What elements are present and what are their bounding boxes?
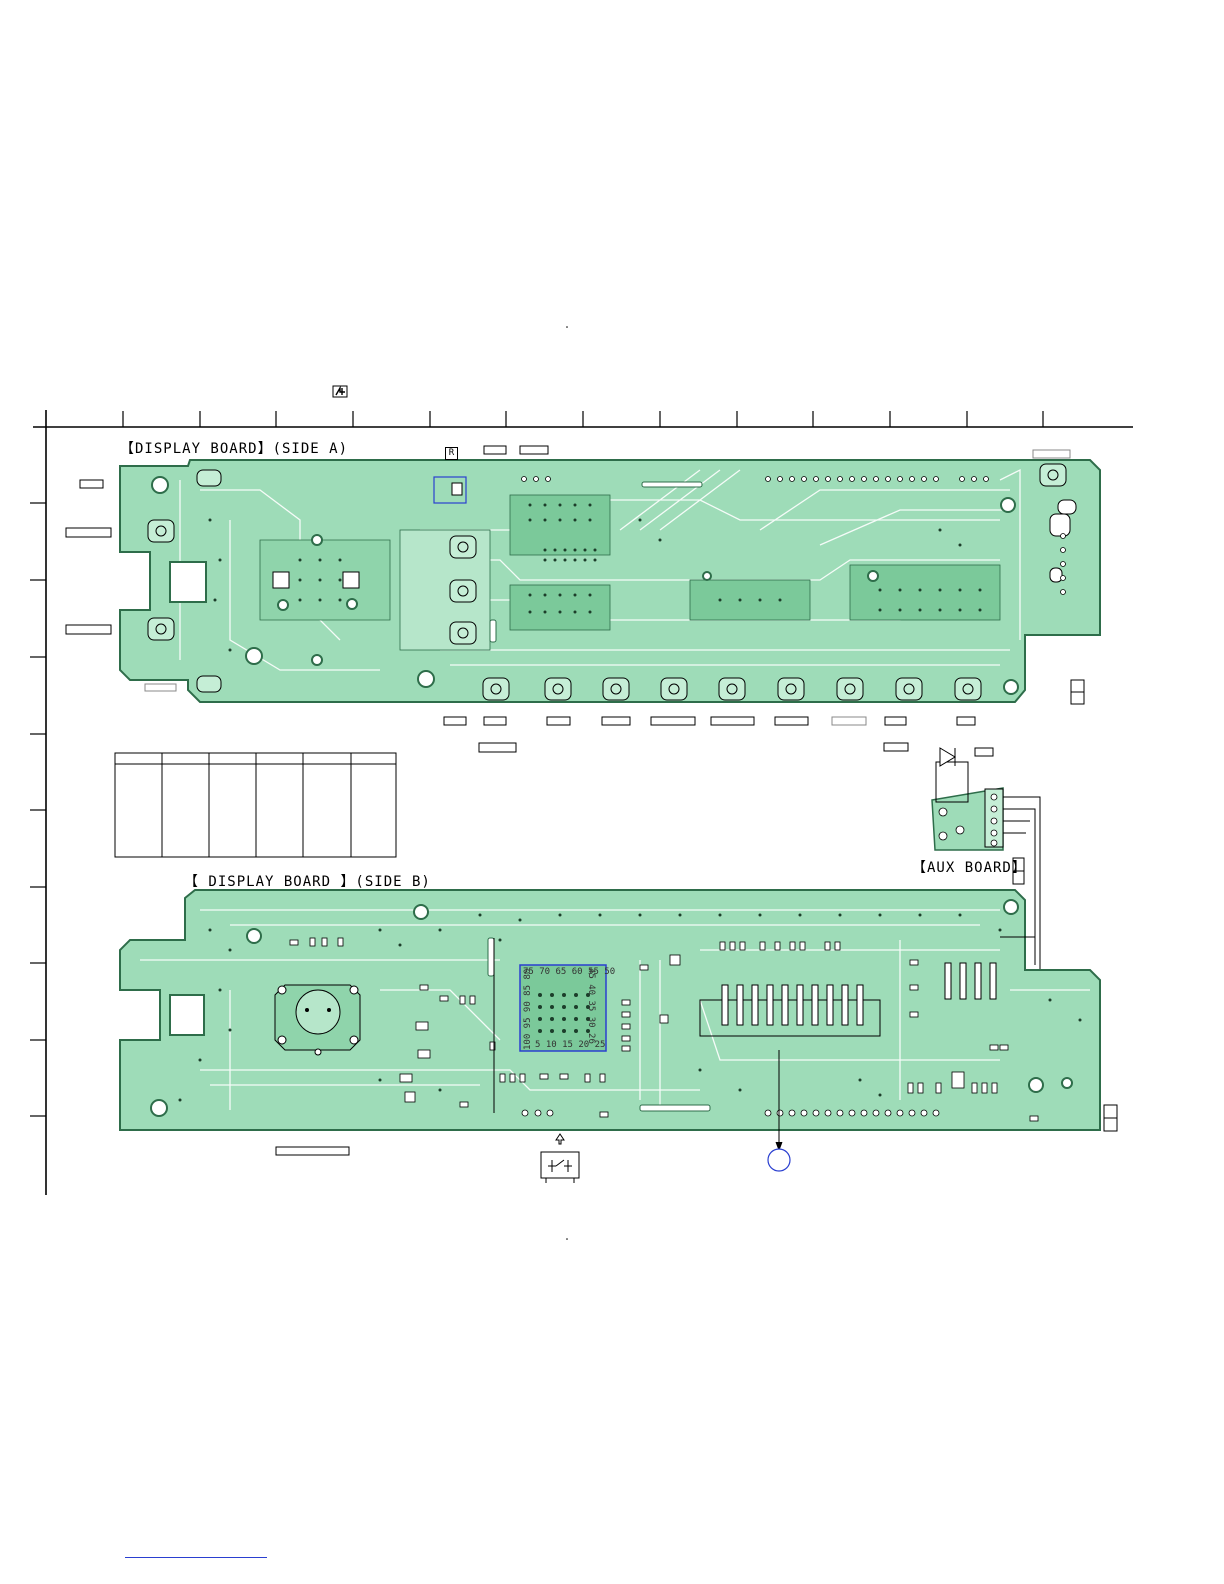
led-footprint: [661, 678, 687, 700]
led-footprint: [1040, 464, 1066, 486]
rotary-encoder-footprint: [275, 985, 360, 1055]
led-footprint: [837, 678, 863, 700]
ref-mark: R: [445, 447, 458, 460]
ic-pin-row-top: 75 70 65 60 55 50: [523, 967, 615, 977]
ic-pin-row-left: 100 95 90 85 80: [523, 969, 533, 1050]
legend-table: [115, 753, 396, 857]
side-a-board-label: 【DISPLAY BOARD】(SIDE A): [120, 438, 348, 458]
test-point-circle-icon: [768, 1149, 790, 1171]
led-footprint: [450, 536, 476, 558]
top-ruler-ticks: [123, 411, 1043, 427]
led-footprint: [778, 678, 804, 700]
lead-free-icon: [333, 386, 347, 397]
led-footprint: [719, 678, 745, 700]
led-footprint: [148, 520, 174, 542]
aux-board-label: 【AUX BOARD】: [912, 857, 1027, 877]
switch-symbol-icon: [541, 1134, 579, 1183]
ic-pin-row-bottom: 5 10 15 20 25: [535, 1040, 605, 1050]
led-footprint: [955, 678, 981, 700]
bottom-link-underline: [125, 1557, 267, 1558]
led-footprint: [450, 622, 476, 644]
led-footprint: [545, 678, 571, 700]
led-footprint: [148, 618, 174, 640]
led-footprint: [197, 470, 221, 486]
side-b-board-label: 【 DISPLAY BOARD 】(SIDE B): [184, 871, 431, 891]
led-footprint: [483, 678, 509, 700]
ic-pin-row-right: 45 40 35 30 26: [586, 968, 596, 1044]
pcb-side-b: [120, 890, 1100, 1130]
led-footprint: [896, 678, 922, 700]
led-footprint: [450, 580, 476, 602]
led-footprint: [603, 678, 629, 700]
led-footprint: [197, 676, 221, 692]
left-ruler-ticks: [30, 503, 46, 1116]
pcb-side-a: [120, 460, 1100, 702]
